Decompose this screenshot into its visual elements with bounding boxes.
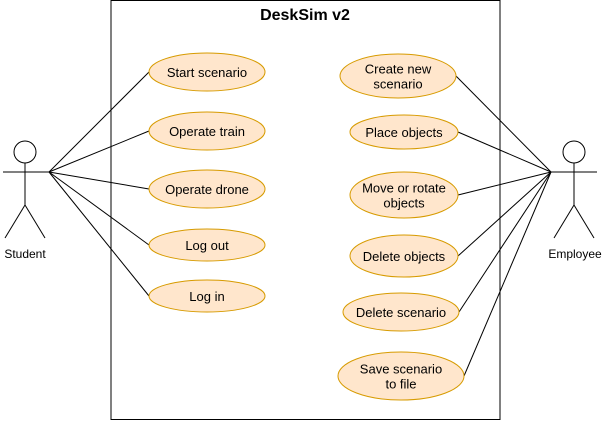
actor-employee-left-leg <box>553 204 575 239</box>
use-case-save-scenario-to-file-shape <box>337 351 465 401</box>
use-case-delete-objects-shape <box>349 234 459 278</box>
use-case-create-new-scenario-label-1: Create new <box>365 62 432 77</box>
use-case-place-objects-label-1: Place objects <box>365 125 443 140</box>
use-case-place-objects-shape <box>349 114 459 150</box>
use-case-save-scenario-to-file-label-2: to file <box>385 377 416 392</box>
association-employee-save-scenario-to-file <box>463 171 552 377</box>
system-title: DeskSim v2 <box>260 7 350 24</box>
use-case-delete-scenario-shape <box>342 292 460 332</box>
actor-student[interactable]: Student <box>3 140 49 261</box>
use-case-operate-train-shape <box>148 111 266 151</box>
association-student-operate-drone <box>48 171 150 190</box>
use-case-move-or-rotate-objects-label-2: objects <box>383 196 425 211</box>
use-case-delete-scenario-label-1: Delete scenario <box>356 305 446 320</box>
actor-student-left-leg <box>4 204 26 239</box>
use-case-create-new-scenario-label-2: scenario <box>373 77 422 92</box>
use-case-save-scenario-to-file-label-1: Save scenario <box>360 362 442 377</box>
use-case-create-new-scenario-shape <box>339 53 457 99</box>
use-case-log-out[interactable]: Log out <box>148 228 266 262</box>
actor-employee-head <box>562 140 586 164</box>
use-case-place-objects[interactable]: Place objects <box>349 114 459 150</box>
use-case-log-in[interactable]: Log in <box>148 279 266 313</box>
actor-employee[interactable]: Employee <box>548 140 602 261</box>
use-case-delete-objects[interactable]: Delete objects <box>349 234 459 278</box>
use-case-operate-train[interactable]: Operate train <box>148 111 266 151</box>
actor-student-right-leg <box>24 204 46 239</box>
use-case-log-in-label-1: Log in <box>189 289 224 304</box>
association-employee-create-new-scenario <box>455 75 552 173</box>
association-student-log-out <box>48 171 150 246</box>
association-employee-place-objects <box>457 131 552 173</box>
association-employee-move-or-rotate-objects <box>457 171 552 196</box>
use-case-operate-drone-label-1: Operate drone <box>165 182 249 197</box>
use-case-delete-scenario[interactable]: Delete scenario <box>342 292 460 332</box>
association-student-log-in <box>48 171 150 297</box>
association-student-operate-train <box>48 130 150 173</box>
associations <box>48 71 552 377</box>
use-case-log-out-shape <box>148 228 266 262</box>
use-case-move-or-rotate-objects-shape <box>349 171 459 219</box>
use-case-start-scenario-shape <box>148 52 266 92</box>
use-case-log-in-shape <box>148 279 266 313</box>
use-case-start-scenario[interactable]: Start scenario <box>148 52 266 92</box>
use-case-operate-drone-shape <box>148 169 266 209</box>
use-case-operate-drone[interactable]: Operate drone <box>148 169 266 209</box>
use-case-operate-train-label-1: Operate train <box>169 124 245 139</box>
association-student-start-scenario <box>48 71 150 173</box>
use-case-log-out-label-1: Log out <box>185 238 229 253</box>
actor-employee-label: Employee <box>548 247 602 261</box>
actor-student-label: Student <box>4 247 46 261</box>
association-employee-delete-objects <box>457 171 552 257</box>
use-case-start-scenario-label-1: Start scenario <box>167 65 247 80</box>
association-employee-delete-scenario <box>458 171 552 313</box>
actor-student-head <box>13 140 37 164</box>
use-case-move-or-rotate-objects-label-1: Move or rotate <box>362 181 446 196</box>
system-boundary <box>110 0 501 420</box>
actor-employee-right-leg <box>573 204 595 239</box>
use-case-delete-objects-label-1: Delete objects <box>363 249 446 264</box>
